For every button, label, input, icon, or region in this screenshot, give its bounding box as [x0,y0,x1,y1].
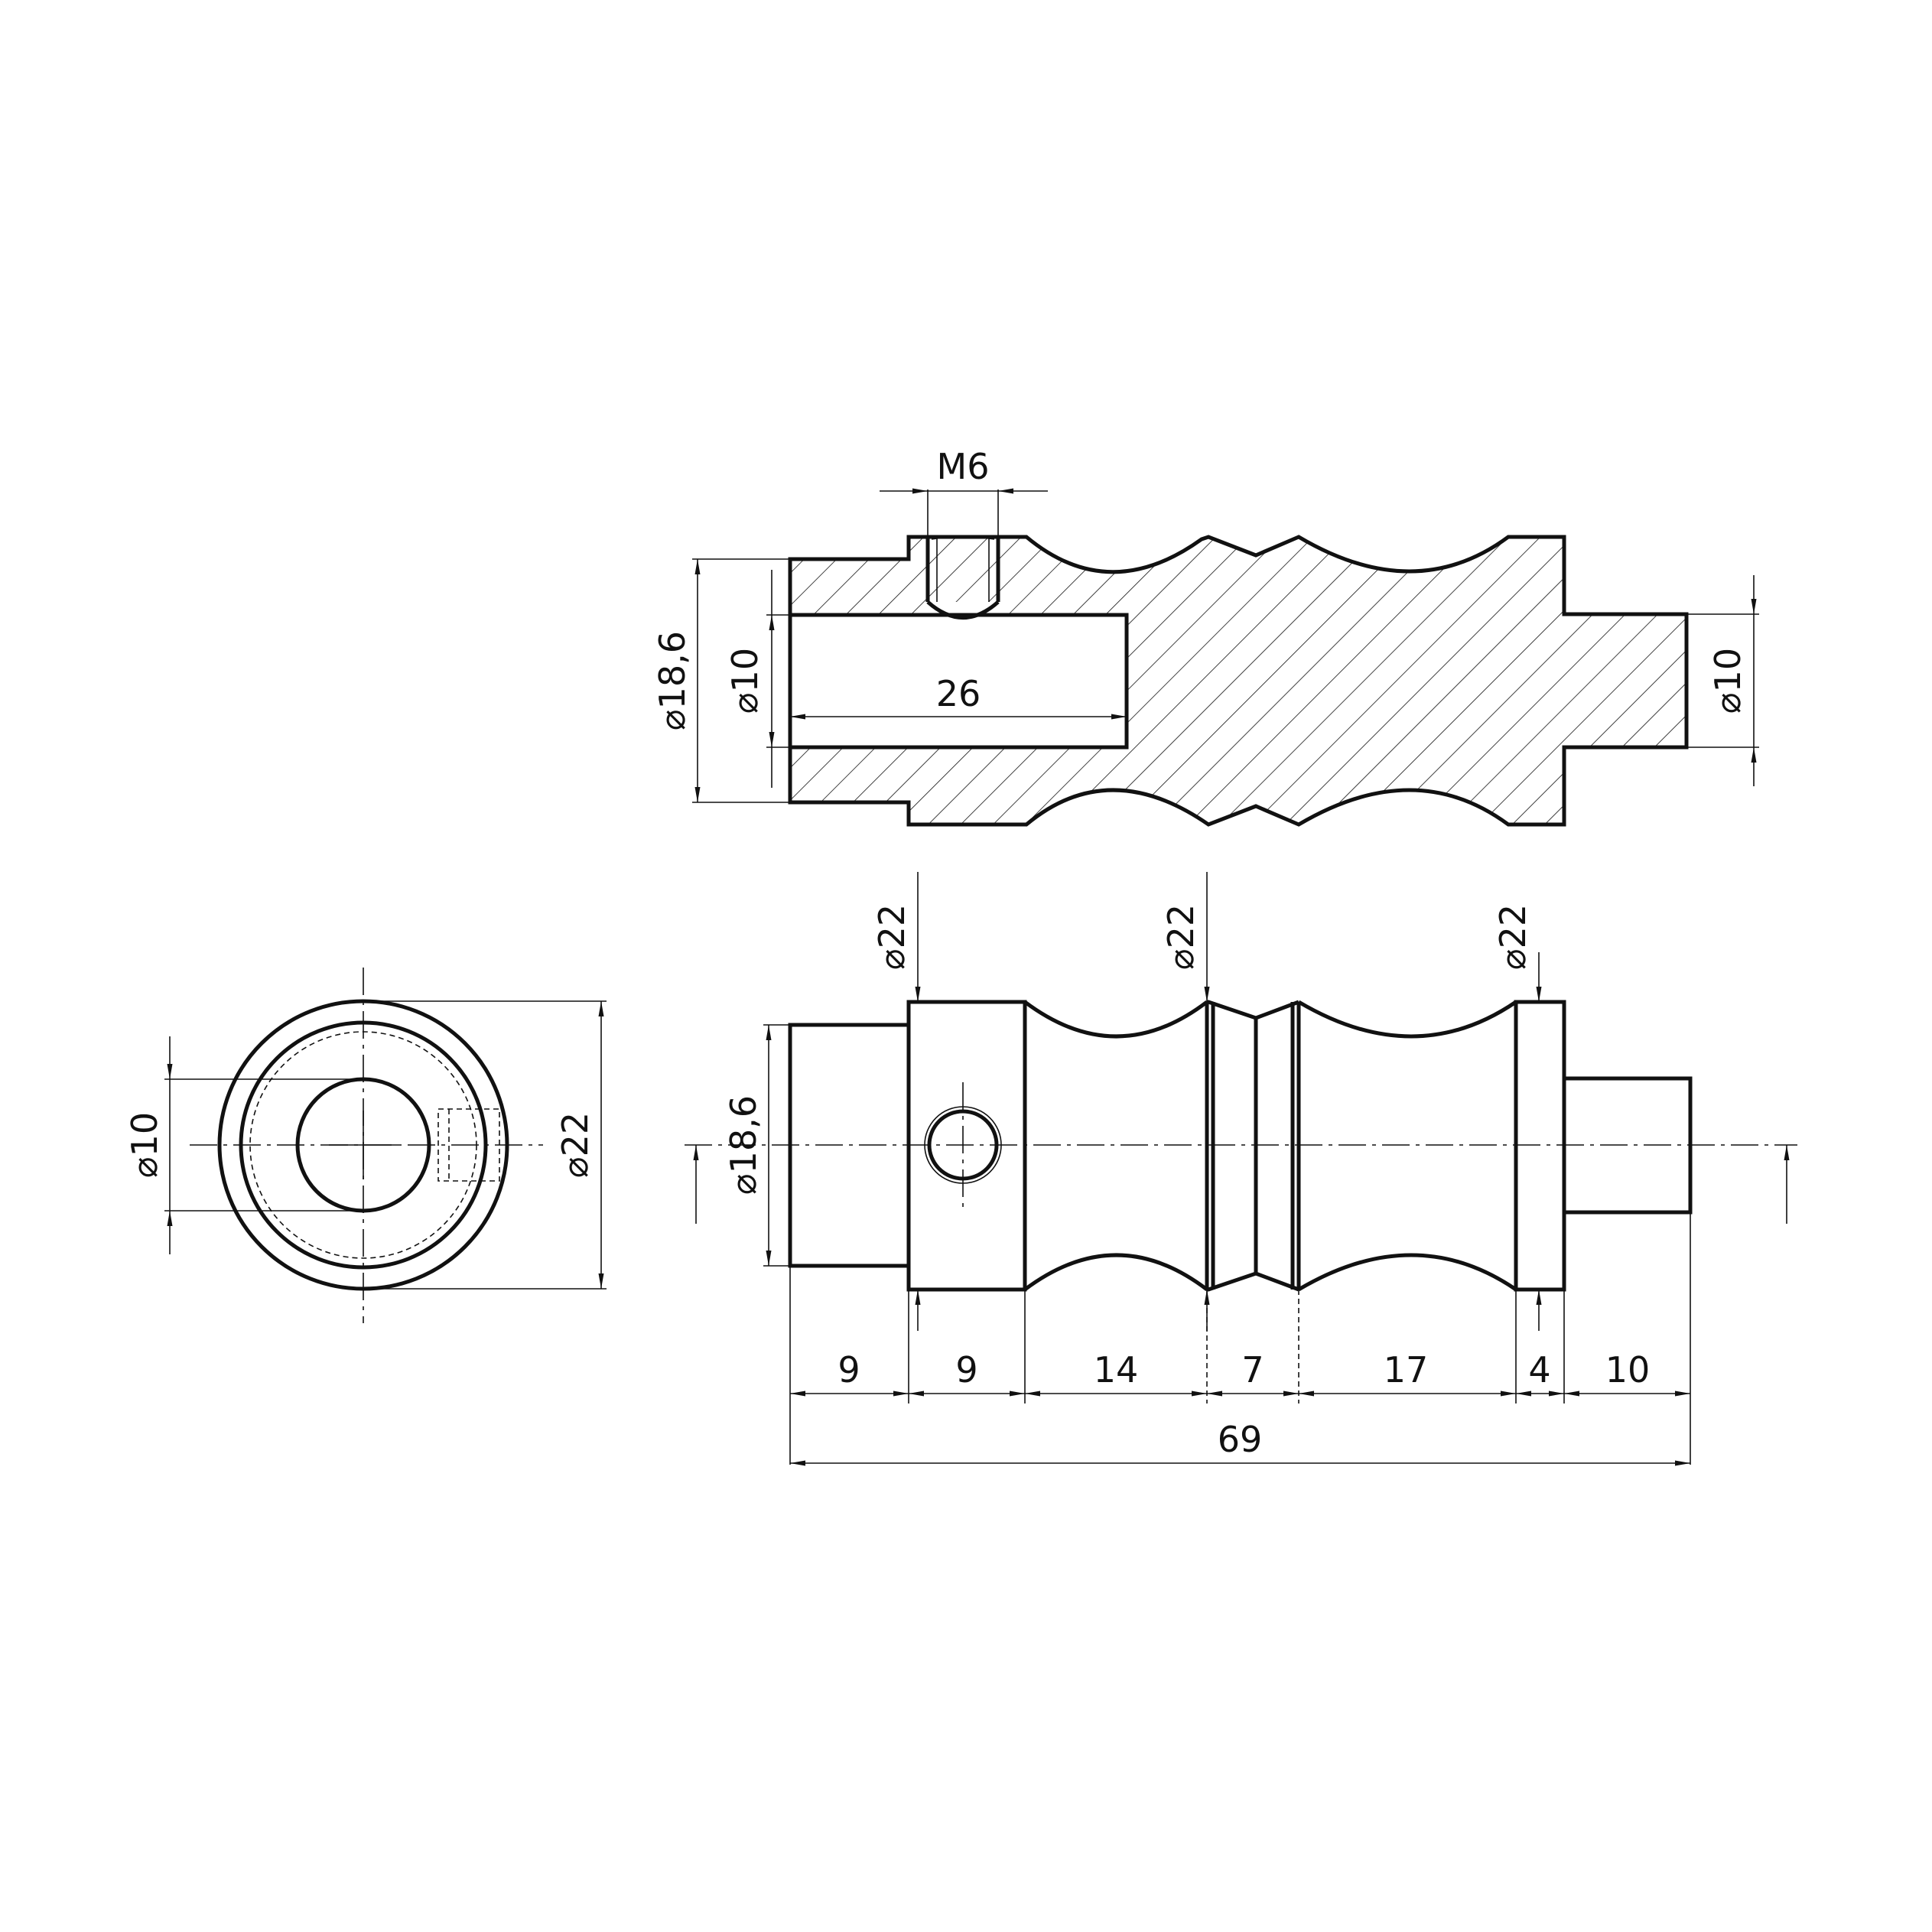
length-label-6: 4 [1528,1349,1550,1390]
front-od-label: ⌀18,6 [723,1095,764,1195]
front-left-hub [788,1023,909,1268]
svg-text:⌀10: ⌀10 [124,1112,165,1178]
length-extension-lines [789,1212,1691,1465]
section-thread-arc-top [931,535,995,540]
front-groove-2 [1297,1000,1518,1292]
section-thread-minor [936,537,990,602]
length-label-2: 9 [955,1349,977,1390]
dia22-label-1: ⌀22 [871,904,912,970]
section-od-label: ⌀18,6 [652,631,693,730]
bore-depth-label: 26 [936,673,981,714]
end-set-screw-hidden [437,1108,500,1182]
front-groove-1 [1023,1000,1209,1292]
section-bore [790,613,1129,750]
front-v-groove [1207,1000,1301,1292]
svg-text:⌀22: ⌀22 [871,904,912,970]
front-view: ⌀18,6 ⌀22 ⌀22 ⌀22 [685,872,1797,1466]
svg-text:⌀18,6: ⌀18,6 [723,1095,764,1195]
front-flange [1514,1000,1566,1292]
end-od-label: ⌀22 [555,1112,596,1178]
svg-text:⌀18,6: ⌀18,6 [652,631,693,730]
front-collar [906,1000,1027,1292]
end-view: ⌀10 ⌀22 [124,968,607,1323]
length-label-1: 9 [838,1349,860,1390]
total-length-label: 69 [1218,1419,1263,1460]
thread-size-label: M6 [937,446,990,487]
length-label-7: 10 [1605,1349,1651,1390]
section-hatched-body [790,537,1686,825]
svg-text:⌀22: ⌀22 [1492,904,1534,970]
end-bore-label: ⌀10 [124,1112,165,1178]
svg-text:⌀22: ⌀22 [555,1112,596,1178]
end-collar-circle [239,1020,488,1270]
section-bore-label: ⌀10 [724,648,766,714]
dia22-label-3: ⌀22 [1492,904,1534,970]
section-view: M6 ⌀18,6 ⌀10 26 ⌀10 [652,446,1759,827]
end-hidden-circle [249,1031,477,1259]
svg-text:⌀10: ⌀10 [1707,648,1748,714]
section-outer-profile [788,535,1689,827]
length-label-4: 7 [1241,1349,1264,1390]
section-shaft-label: ⌀10 [1707,648,1748,714]
svg-text:⌀10: ⌀10 [724,648,766,714]
section-threaded-hole [925,537,1000,620]
length-label-3: 14 [1094,1349,1139,1390]
length-label-5: 17 [1384,1349,1429,1390]
svg-text:⌀22: ⌀22 [1160,904,1202,970]
front-shaft [1564,1076,1693,1215]
dia22-label-2: ⌀22 [1160,904,1202,970]
